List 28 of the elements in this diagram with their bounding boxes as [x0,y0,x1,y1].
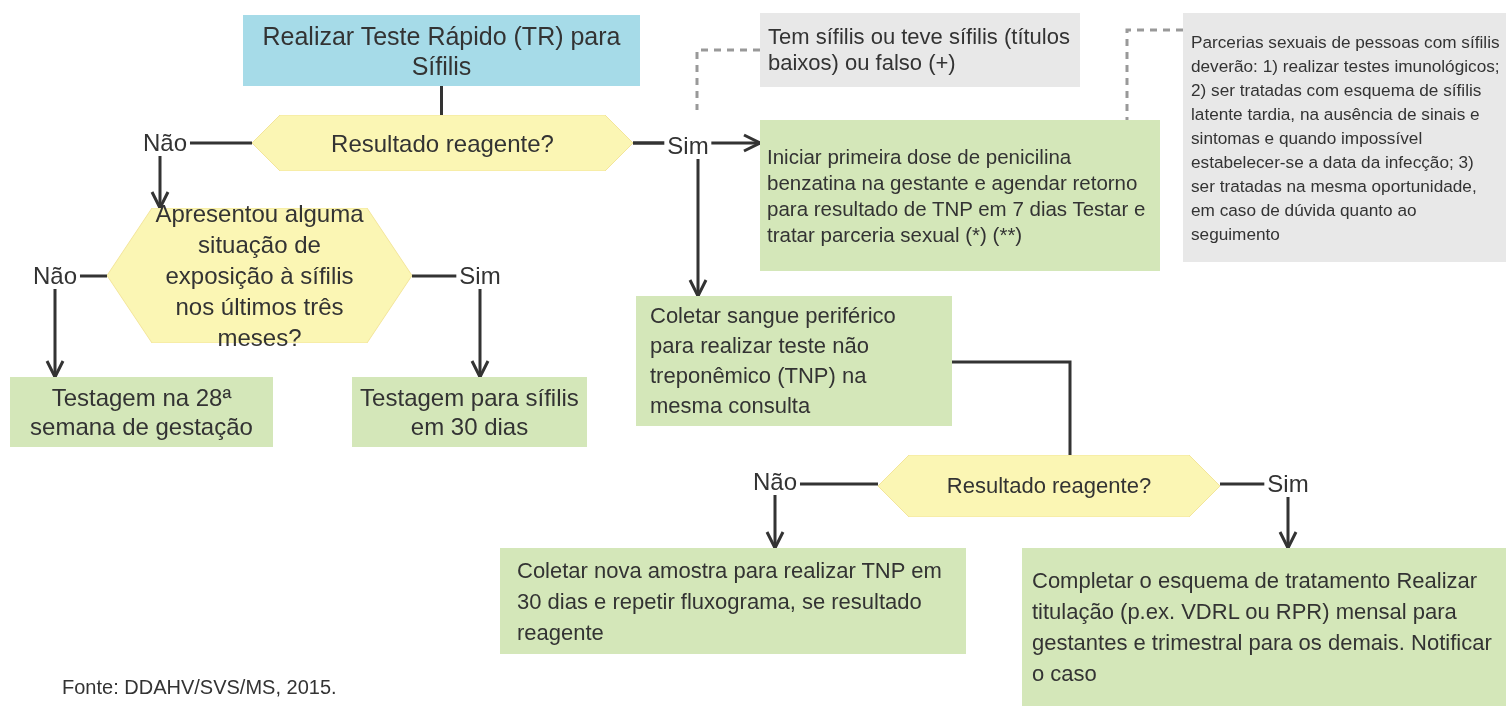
node-text: Iniciar primeira dose de penicilina benzatina na gestante e agendar retorno para resultado de TNP em 7 dias Testar e tratar parceria sexual (*) (**) [767,143,1147,248]
node-text: Apresentou alguma situação de exposição à sífilis nos últimos três meses? [154,199,365,353]
node-text: Completar o esquema de tratamento Realizar titulação (p.ex. VDRL ou RPR) mensal para gestantes e trimestral para os demais. Notificar o caso [1032,567,1493,688]
note-box [1183,13,1506,262]
node-text: Parcerias sexuais de pessoas com sífilis deverão: 1) realizar testes imunológicos; 2) ser tratadas com esquema de sífilis latente tardia, na ausência de sinais e sintomas e quando impossível estabelecer-se a data da infecção; 3) ser tratadas na mesma oportunidade, em caso de dúvida quanto ao seguimento [1191,30,1501,246]
node-text: Testagem na 28ª semana de gestação [29,383,254,441]
node-text: Coletar nova amostra para realizar TNP em 30 dias e repetir fluxograma, se resultado reagente [517,556,943,647]
node-text: Resultado reagente? [945,473,1153,499]
connector-line [440,86,443,115]
dashed-connector [695,48,760,110]
node-text: Testagem para sífilis em 30 dias [359,383,580,441]
note-box [760,13,1080,87]
process-box [636,296,952,426]
process-box [243,15,640,86]
node-text: Tem sífilis ou teve sífilis (títulos baixos) ou falso (+) [768,24,1071,76]
source-caption: Fonte: DDAHV/SVS/MS, 2015. [62,676,337,699]
decision-hexagon [878,455,1220,517]
process-box [500,548,966,654]
connector-line [952,360,1072,455]
process-box [352,377,587,447]
node-text: Realizar Teste Rápido (TR) para Sífilis [261,20,622,81]
node-text: Coletar sangue periférico para realizar teste não treponêmico (TNP) na mesma consulta [650,302,897,420]
dashed-connector [1125,28,1183,120]
process-box [760,120,1160,271]
node-text: Resultado reagente? [330,128,555,158]
process-box [10,377,273,447]
decision-hexagon [252,115,633,171]
process-box [1022,548,1506,706]
